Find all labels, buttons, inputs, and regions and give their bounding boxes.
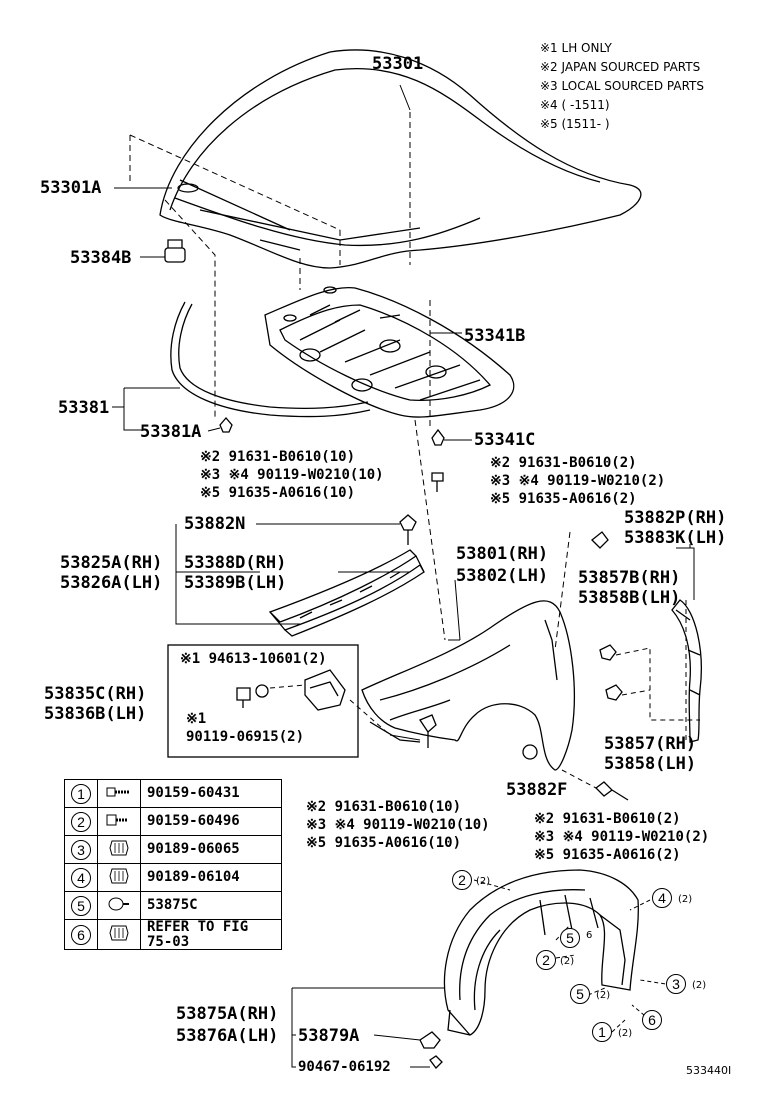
bolt-icon — [106, 787, 130, 796]
label-53857: 53857(RH) — [604, 734, 697, 754]
label-53384b: 53384B — [70, 248, 132, 268]
fastener-right-lower-3: ※5 91635-A0616(2) — [534, 847, 681, 863]
legend-part: REFER TO FIG 75-03 — [140, 918, 282, 951]
fastener-right-lower-2: ※3 ※4 90119-W0210(2) — [534, 829, 710, 845]
legend-number: 6 — [71, 924, 91, 945]
nut-icon — [109, 840, 129, 855]
clip-icon — [108, 897, 129, 910]
fastener-left-upper-1: ※2 91631-B0610(10) — [200, 449, 356, 465]
legend-part: 90159-60496 — [140, 807, 282, 836]
legend-row: 6 REFER TO FIG 75-03 — [64, 918, 282, 951]
fender-liner — [443, 869, 639, 1036]
callout-qty: (2) — [678, 894, 693, 905]
label-53826a: 53826A(LH) — [60, 573, 163, 593]
label-53301: 53301 — [372, 54, 424, 74]
hood-insulator — [264, 286, 515, 418]
label-53858b: 53858B(LH) — [578, 588, 681, 608]
callout-qty: (2) — [560, 956, 575, 967]
legend-row: 1 90159-60431 — [64, 779, 282, 808]
label-53825a: 53825A(RH) — [60, 553, 163, 573]
fender-illustration — [361, 600, 575, 771]
legend-part: 90159-60431 — [140, 779, 282, 808]
callout-qty: (2) — [596, 990, 611, 1001]
label-53801: 53801(RH) — [456, 544, 549, 564]
label-53875a: 53875A(RH) — [176, 1004, 279, 1024]
label-53879a: 53879A — [298, 1026, 360, 1046]
label-53301a: 53301A — [40, 178, 102, 198]
label-53836b: 53836B(LH) — [44, 704, 147, 724]
fastener-left-lower-1: ※2 91631-B0610(10) — [306, 799, 462, 815]
label-53802: 53802(LH) — [456, 566, 549, 586]
label-53882n: 53882N — [184, 514, 246, 534]
fastener-right-upper-2: ※3 ※4 90119-W0210(2) — [490, 473, 666, 489]
legend-number: 1 — [71, 783, 91, 804]
fastener-left-lower-2: ※3 ※4 90119-W0210(10) — [306, 817, 490, 833]
label-53876a: 53876A(LH) — [176, 1026, 279, 1046]
label-53389b: 53389B(LH) — [184, 573, 287, 593]
label-53388d: 53388D(RH) — [184, 553, 287, 573]
cowl-seal — [268, 549, 425, 637]
label-53883k: 53883K(LH) — [624, 528, 727, 548]
label-53882p: 53882P(RH) — [624, 508, 727, 528]
label-53381a: 53381A — [140, 422, 202, 442]
fender-seal-strip — [671, 599, 702, 743]
legend-part: 53875C — [140, 891, 282, 920]
note-1: ※1 LH ONLY — [540, 41, 612, 55]
callout-qty: (2) — [476, 876, 491, 887]
inset-line-2: ※1 — [186, 711, 207, 727]
legend-row: 5 53875C — [64, 891, 282, 920]
callout-number: 3 — [666, 974, 686, 994]
fastener-left-upper-3: ※5 91635-A0616(10) — [200, 485, 356, 501]
callout-number: 6 — [642, 1010, 662, 1030]
note-5: ※5 (1511- ) — [540, 117, 610, 131]
callout-number: 1 — [592, 1022, 612, 1042]
fastener-left-upper-2: ※3 ※4 90119-W0210(10) — [200, 467, 384, 483]
fastener-left-lower-3: ※5 91635-A0616(10) — [306, 835, 462, 851]
legend-row: 2 90159-60496 — [64, 807, 282, 836]
label-53341c: 53341C — [474, 430, 536, 450]
callout-qty: (2) — [692, 980, 707, 991]
label-53858: 53858(LH) — [604, 754, 697, 774]
callout-number: 4 — [652, 888, 672, 908]
label-90467: 90467-06192 — [298, 1059, 391, 1075]
legend-part: 90189-06104 — [140, 863, 282, 892]
callout-number: 2 — [452, 870, 472, 890]
fastener-legend-table: 1 90159-60431 2 90159-60496 3 90189-0606… — [64, 779, 282, 951]
note-3: ※3 LOCAL SOURCED PARTS — [540, 79, 704, 93]
note-2: ※2 JAPAN SOURCED PARTS — [540, 60, 701, 74]
legend-number: 4 — [71, 867, 91, 888]
inset-line-1: ※1 94613-10601(2) — [180, 651, 327, 667]
legend-row: 4 90189-06104 — [64, 863, 282, 892]
bolt-icon — [106, 814, 128, 825]
callout-qty: (2) — [618, 1028, 633, 1039]
figure-id: 533440I — [686, 1064, 732, 1077]
callout-number: 5 — [570, 984, 590, 1004]
callout-qty: 6 — [586, 930, 593, 941]
label-53835c: 53835C(RH) — [44, 684, 147, 704]
nut-icon — [109, 868, 129, 883]
callout-number: 5 — [560, 928, 580, 948]
fastener-right-upper-3: ※5 91635-A0616(2) — [490, 491, 637, 507]
label-53381: 53381 — [58, 398, 110, 418]
bumper-53384b — [164, 239, 186, 263]
legend-part: 90189-06065 — [140, 835, 282, 864]
legend-row: 3 90189-06065 — [64, 835, 282, 864]
nut-icon — [109, 925, 129, 941]
legend-number: 3 — [71, 839, 91, 860]
label-53341b: 53341B — [464, 326, 526, 346]
inset-bracket — [236, 669, 346, 711]
hood-seal — [170, 301, 371, 418]
note-4: ※4 ( -1511) — [540, 98, 610, 112]
label-53857b: 53857B(RH) — [578, 568, 681, 588]
fastener-right-lower-1: ※2 91631-B0610(2) — [534, 811, 681, 827]
inset-line-3: 90119-06915(2) — [186, 729, 305, 745]
label-53882f: 53882F — [506, 780, 568, 800]
legend-number: 2 — [71, 811, 91, 832]
callout-number: 2 — [536, 950, 556, 970]
fastener-right-upper-1: ※2 91631-B0610(2) — [490, 455, 637, 471]
legend-number: 5 — [71, 895, 91, 916]
